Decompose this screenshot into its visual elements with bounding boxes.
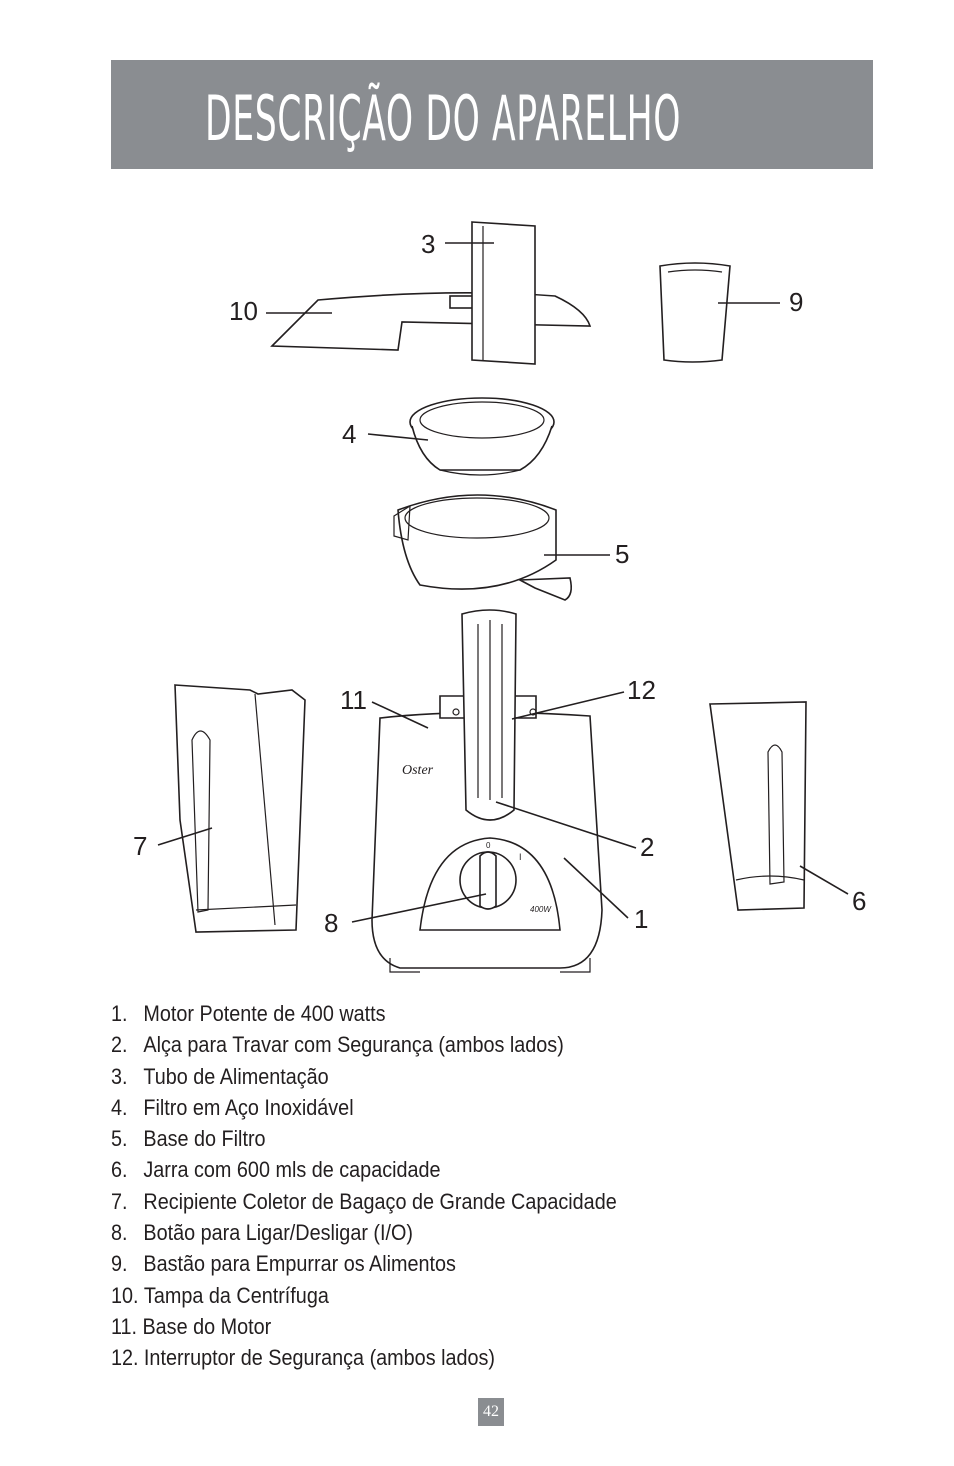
legend-number: 6. (111, 1157, 128, 1183)
legend-text: Base do Filtro (143, 1126, 266, 1152)
legend-number: 12. (111, 1345, 139, 1371)
legend-text: Jarra com 600 mls de capacidade (143, 1157, 441, 1183)
legend-item: 10.Tampa da Centrífuga (111, 1280, 617, 1311)
filter-base-illustration (393, 494, 572, 601)
legend-item: 11.Base do Motor (111, 1311, 617, 1342)
feed-tube-illustration (471, 221, 536, 365)
power-badge: 400W (530, 905, 552, 914)
callout-8: 8 (324, 908, 338, 938)
legend-item: 9. Bastão para Empurrar os Alimentos (111, 1248, 617, 1279)
legend-item: 12.Interruptor de Segurança (ambos lados… (111, 1342, 617, 1373)
callout-9: 9 (789, 287, 803, 317)
legend-number: 4. (111, 1094, 128, 1120)
parts-legend: 1. Motor Potente de 400 watts 2. Alça para… (111, 998, 673, 1374)
legend-item: 2. Alça para Travar com Segurança (ambos … (111, 1029, 617, 1060)
callout-4: 4 (342, 419, 356, 449)
legend-item: 5. Base do Filtro (111, 1123, 617, 1154)
legend-text: Recipiente Coletor de Bagaço de Grande C… (143, 1188, 617, 1214)
legend-number: 9. (111, 1251, 128, 1277)
legend-text: Motor Potente de 400 watts (143, 1001, 386, 1026)
switch-off-mark: 0 (486, 841, 491, 850)
legend-text: Base do Motor (142, 1313, 272, 1339)
callout-12: 12 (627, 675, 656, 705)
callout-6: 6 (852, 886, 866, 916)
legend-number: 10. (111, 1282, 139, 1308)
callout-11: 11 (340, 685, 367, 715)
legend-number: 8. (111, 1220, 128, 1246)
legend-text: Botão para Ligar/Desligar (I/O) (143, 1220, 414, 1246)
callout-7: 7 (133, 831, 147, 861)
title-banner: DESCRIÇÃO DO APARELHO (111, 60, 873, 169)
legend-item: 1. Motor Potente de 400 watts (111, 998, 617, 1029)
legend-text: Interruptor de Segurança (ambos lados) (143, 1345, 496, 1371)
legend-item: 6. Jarra com 600 mls de capacidade (111, 1154, 617, 1185)
legend-item: 3. Tubo de Alimentação (111, 1061, 617, 1092)
legend-number: 11. (111, 1313, 138, 1339)
filter-illustration (409, 397, 555, 476)
jug-illustration (709, 701, 807, 911)
callout-numbers: 1 2 3 4 5 6 7 8 9 10 11 12 (133, 229, 866, 938)
legend-item: 7. Recipiente Coletor de Bagaço de Grande… (111, 1186, 617, 1217)
switch-on-mark: I (519, 852, 522, 862)
pulp-container-illustration (174, 684, 306, 933)
legend-text: Tampa da Centrífuga (143, 1282, 329, 1308)
page-number: 42 (478, 1398, 504, 1426)
legend-text: Tubo de Alimentação (143, 1063, 329, 1089)
legend-number: 1. (111, 1001, 128, 1026)
legend-number: 5. (111, 1126, 128, 1152)
callout-1: 1 (634, 904, 648, 934)
legend-item: 4. Filtro em Aço Inoxidável (111, 1092, 617, 1123)
brand-logo: Oster (402, 763, 434, 778)
lid-illustration (270, 292, 592, 351)
legend-text: Bastão para Empurrar os Alimentos (143, 1251, 456, 1277)
legend-text: Alça para Travar com Segurança (ambos la… (143, 1032, 564, 1058)
legend-number: 3. (111, 1063, 128, 1089)
callout-3: 3 (421, 229, 435, 259)
legend-text: Filtro em Aço Inoxidável (143, 1094, 354, 1120)
appliance-diagram: Oster 400W 0 I 1 2 3 4 5 6 7 8 9 10 11 1… (133, 221, 866, 973)
pusher-illustration (659, 262, 731, 363)
leader-lines (157, 242, 849, 923)
callout-10: 10 (229, 296, 258, 326)
callout-2: 2 (640, 832, 654, 862)
callout-5: 5 (615, 539, 629, 569)
legend-number: 7. (111, 1188, 128, 1214)
motor-base-illustration: Oster 400W 0 I (371, 609, 603, 973)
legend-item: 8. Botão para Ligar/Desligar (I/O) (111, 1217, 617, 1248)
legend-number: 2. (111, 1032, 128, 1058)
page-title: DESCRIÇÃO DO APARELHO (205, 82, 682, 155)
